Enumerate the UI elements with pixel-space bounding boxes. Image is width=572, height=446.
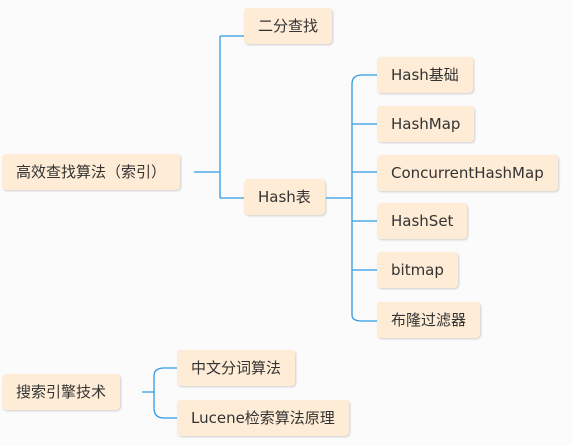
topic-chinese-segmentation[interactable]: 中文分词算法 — [177, 350, 296, 386]
topic-efficient-search[interactable]: 高效查找算法（索引） — [2, 154, 181, 190]
topic-hashmap[interactable]: HashMap — [377, 106, 475, 142]
topic-concurrenthashmap[interactable]: ConcurrentHashMap — [377, 155, 558, 191]
topic-hashset[interactable]: HashSet — [377, 203, 468, 239]
topic-bitmap[interactable]: bitmap — [377, 252, 458, 288]
topic-hash-basics[interactable]: Hash基础 — [377, 57, 473, 93]
topic-lucene-retrieval[interactable]: Lucene检索算法原理 — [177, 400, 349, 436]
topic-search-engine[interactable]: 搜索引擎技术 — [2, 374, 121, 410]
connector-hash — [326, 74, 377, 322]
connector-root1 — [194, 35, 244, 199]
connector-root2 — [142, 367, 177, 419]
topic-hash-table[interactable]: Hash表 — [244, 179, 325, 215]
topic-bloom-filter[interactable]: 布隆过滤器 — [377, 302, 481, 338]
topic-binary-search[interactable]: 二分查找 — [244, 8, 333, 44]
